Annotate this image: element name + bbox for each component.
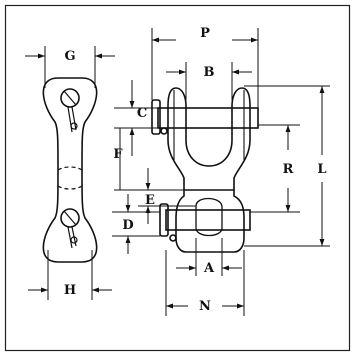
dimension-n (165, 250, 245, 316)
label-e: E (145, 193, 155, 208)
dimension-a (176, 238, 242, 276)
label-p: P (200, 26, 210, 41)
dimension-c (114, 80, 158, 156)
label-f: F (113, 147, 123, 162)
dimension-h (28, 250, 112, 300)
link-side-view (42, 77, 98, 263)
dimension-l (244, 85, 330, 247)
dimension-d (112, 194, 160, 254)
dimension-b (166, 62, 252, 100)
dimension-r (250, 124, 300, 213)
label-b: B (204, 65, 215, 80)
clevis-front-view (151, 87, 259, 253)
drawing-border (4, 4, 351, 352)
label-c: C (137, 106, 147, 121)
dimension-g (25, 46, 115, 88)
dimension-p (151, 28, 259, 108)
label-h: H (64, 283, 76, 298)
label-l: L (317, 162, 326, 177)
label-g: G (64, 49, 75, 64)
dimension-e (138, 168, 196, 224)
label-a: A (203, 261, 215, 276)
label-n: N (199, 299, 211, 314)
label-r: R (283, 162, 294, 177)
label-d: D (122, 218, 133, 233)
